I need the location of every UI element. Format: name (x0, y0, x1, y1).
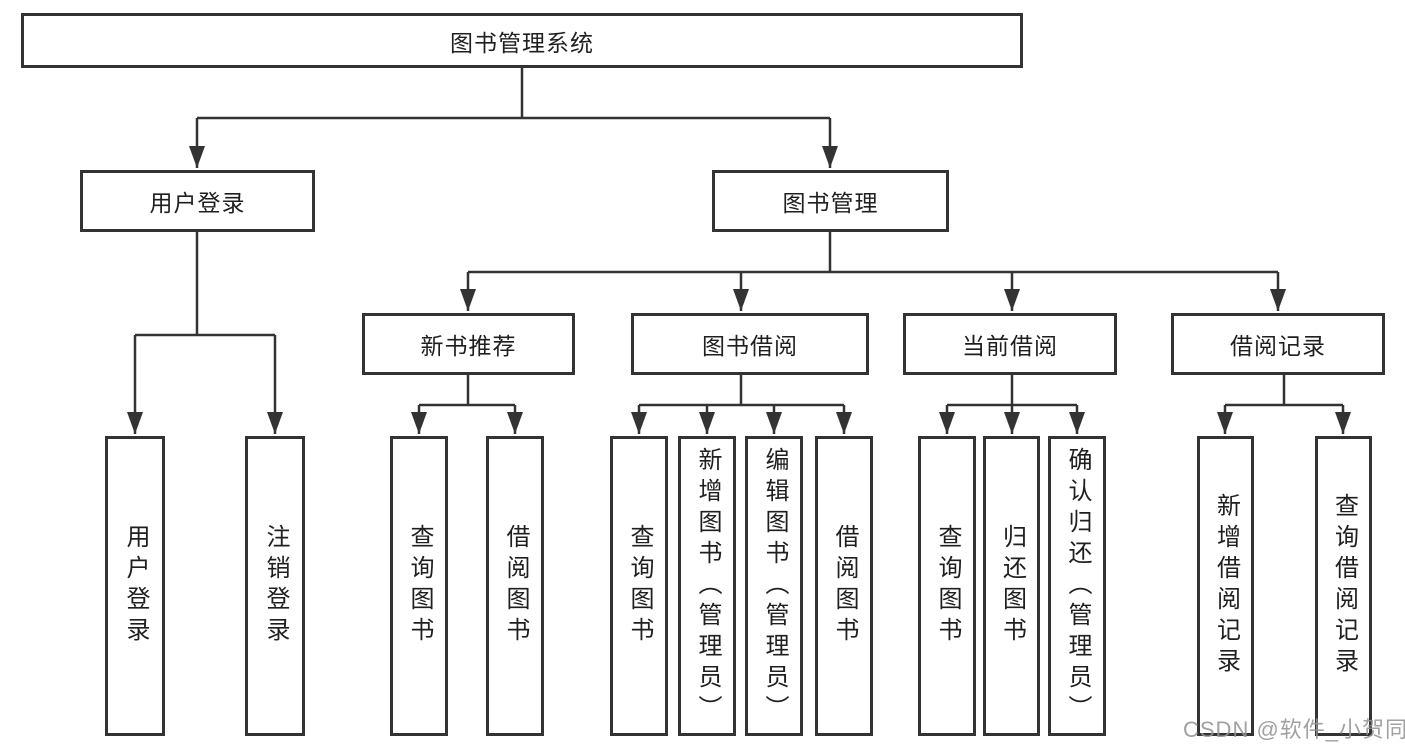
node-label: 借阅记录 (1230, 333, 1326, 359)
leaf-label: 借阅图书 (831, 524, 858, 648)
node-label: 图书管理 (782, 190, 879, 216)
leaf-query-book-recommend: 查询图书 (390, 436, 448, 736)
leaf-label: 新增图书（管理员） (694, 446, 721, 726)
node-current-borrow: 当前借阅 (903, 313, 1117, 375)
leaf-label: 查询图书 (406, 524, 433, 648)
leaf-query-borrow-record: 查询借阅记录 (1315, 436, 1372, 736)
leaf-borrow-book: 借阅图书 (815, 436, 873, 736)
leaf-confirm-return-admin: 确认归还（管理员） (1048, 436, 1106, 736)
csdn-watermark: CSDN @软件_小贺同学 (1183, 717, 1405, 742)
node-label: 用户登录 (149, 190, 246, 216)
leaf-label: 用户登录 (122, 524, 149, 648)
leaf-label: 借阅图书 (502, 524, 529, 648)
leaf-borrow-book-recommend: 借阅图书 (486, 436, 544, 736)
leaf-label: 编辑图书（管理员） (761, 446, 788, 726)
leaf-label: 查询借阅记录 (1330, 493, 1358, 679)
leaf-query-book-current: 查询图书 (918, 436, 976, 736)
leaf-add-borrow-record: 新增借阅记录 (1197, 436, 1254, 736)
leaf-label: 查询图书 (934, 524, 961, 648)
leaf-label: 归还图书 (998, 524, 1026, 648)
node-label: 新书推荐 (420, 333, 517, 359)
leaf-return-book: 归还图书 (983, 436, 1040, 736)
node-label: 图书管理系统 (450, 29, 594, 56)
leaf-user-login: 用户登录 (105, 436, 165, 736)
node-user-login: 用户登录 (80, 170, 315, 232)
node-book-borrow: 图书借阅 (631, 313, 869, 375)
node-borrow-records: 借阅记录 (1171, 313, 1385, 375)
leaf-label: 确认归还（管理员） (1064, 446, 1091, 726)
leaf-add-book-admin: 新增图书（管理员） (678, 436, 736, 736)
node-library-management-system: 图书管理系统 (21, 13, 1023, 68)
leaf-query-book-borrow: 查询图书 (610, 436, 668, 736)
node-new-book-recommend: 新书推荐 (362, 313, 575, 375)
node-book-management: 图书管理 (712, 170, 949, 232)
leaf-label: 新增借阅记录 (1212, 493, 1240, 679)
leaf-logout: 注销登录 (245, 436, 305, 736)
leaf-label: 查询图书 (626, 524, 653, 648)
leaf-label: 注销登录 (262, 524, 289, 648)
leaf-edit-book-admin: 编辑图书（管理员） (745, 436, 803, 736)
node-label: 图书借阅 (702, 333, 798, 359)
node-label: 当前借阅 (962, 333, 1058, 359)
